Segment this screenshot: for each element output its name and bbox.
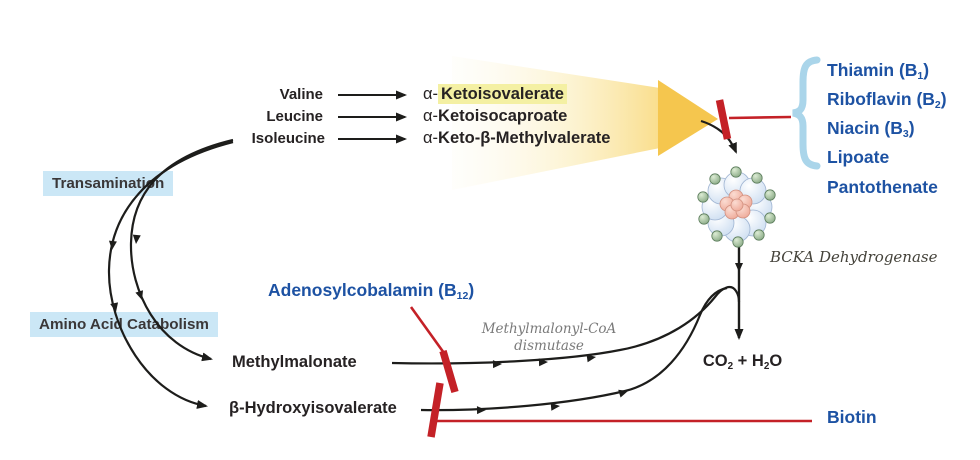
substrate-arrow-icons xyxy=(338,90,407,144)
vitamin-thiamin: Thiamin (B1) xyxy=(827,60,930,82)
keto-methylvalerate-label: α-Keto-β-Methylvalerate xyxy=(423,129,610,148)
alpha-prefix: α- xyxy=(423,85,439,103)
alpha-prefix: α- xyxy=(423,129,439,147)
inhibition-bar-biotin-icon xyxy=(427,382,444,438)
ketoisovalerate-label: α-Ketoisovalerate xyxy=(423,84,567,104)
to-enzyme-arrow xyxy=(700,119,738,154)
substrate-valine: Valine xyxy=(279,86,323,103)
vitamin-pantothenate: Pantothenate xyxy=(827,176,938,197)
substrate-leucine: Leucine xyxy=(266,108,323,125)
adenosylcobalamin-line xyxy=(409,306,446,354)
enzyme-complex-icon xyxy=(697,166,776,248)
vitamin-connector-line xyxy=(728,115,792,120)
inhibition-bar-dismutase-icon xyxy=(439,349,459,394)
transamination-label: Transamination xyxy=(43,171,174,196)
adenosylcobalamin-label: Adenosylcobalamin (B12) xyxy=(268,280,475,302)
bcka-dehydrogenase-label: BCKA Dehydrogenase xyxy=(770,248,938,266)
hydroxyisovalerate-label: β-Hydroxyisovalerate xyxy=(229,399,397,417)
brace-icon xyxy=(792,56,821,170)
biotin-label: Biotin xyxy=(827,407,877,427)
ketoisocaproate-label: α-Ketoisocaproate xyxy=(423,107,567,126)
inhibition-marks xyxy=(409,99,812,438)
co2-h2o-label: CO2 + H2O xyxy=(702,352,783,372)
substrate-isoleucine: Isoleucine xyxy=(251,130,325,147)
inhibition-bar-bcka-icon xyxy=(715,99,732,140)
alpha-prefix: α- xyxy=(423,107,439,125)
methylmalonate-label: Methylmalonate xyxy=(232,353,357,371)
curve-mid-arrowheads xyxy=(108,234,144,312)
vitamin-niacin: Niacin (B3) xyxy=(827,118,915,141)
amino-acid-catabolism-label: Amino Acid Catabolism xyxy=(30,312,218,337)
vitamin-lipoate: Lipoate xyxy=(827,147,890,168)
ketoisovalerate-highlighted: Ketoisovalerate xyxy=(438,84,567,104)
dismutase-label: Methylmalonyl-CoA dismutase xyxy=(459,321,639,354)
keto-methylvalerate-name: Keto-β-Methylvalerate xyxy=(438,129,611,147)
bcka-output-arrow xyxy=(734,243,744,340)
vitamin-riboflavin: Riboflavin (B2) xyxy=(827,89,947,112)
dismutase-line2: dismutase xyxy=(514,337,584,354)
ketoisocaproate-name: Ketoisocaproate xyxy=(438,107,568,125)
dismutase-line1: Methylmalonyl-CoA xyxy=(481,321,617,337)
vitamin-list: Thiamin (B1) Riboflavin (B2) Niacin (B3)… xyxy=(827,59,947,205)
